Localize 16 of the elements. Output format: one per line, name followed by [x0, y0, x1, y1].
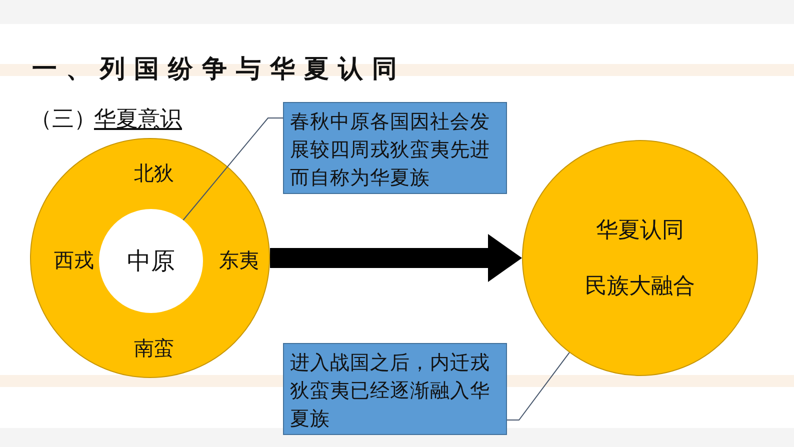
- region-label: 东夷: [219, 247, 259, 274]
- center-label: 中原: [127, 246, 175, 277]
- callout-text: 进入战国之后，内迁戎狄蛮夷已经逐渐融入华夏族: [290, 350, 491, 432]
- region-label: 西戎: [54, 247, 94, 274]
- callout-box: [283, 343, 507, 435]
- circle-label: 民族大融合: [585, 273, 695, 301]
- heading: 一、列国纷争与华夏认同: [32, 53, 406, 85]
- leader-line: [182, 118, 284, 220]
- region-label: 南蛮: [134, 335, 174, 362]
- circle-label: 华夏认同: [596, 217, 684, 245]
- callout-box: [283, 102, 507, 194]
- leader-line: [506, 352, 570, 420]
- callout-text: 春秋中原各国因社会发展较四周戎狄蛮夷先进而自称为华夏族: [290, 109, 491, 191]
- section-heading: （三）: [30, 106, 96, 134]
- region-label: 北狄: [134, 160, 174, 187]
- block-arrow: [270, 234, 522, 282]
